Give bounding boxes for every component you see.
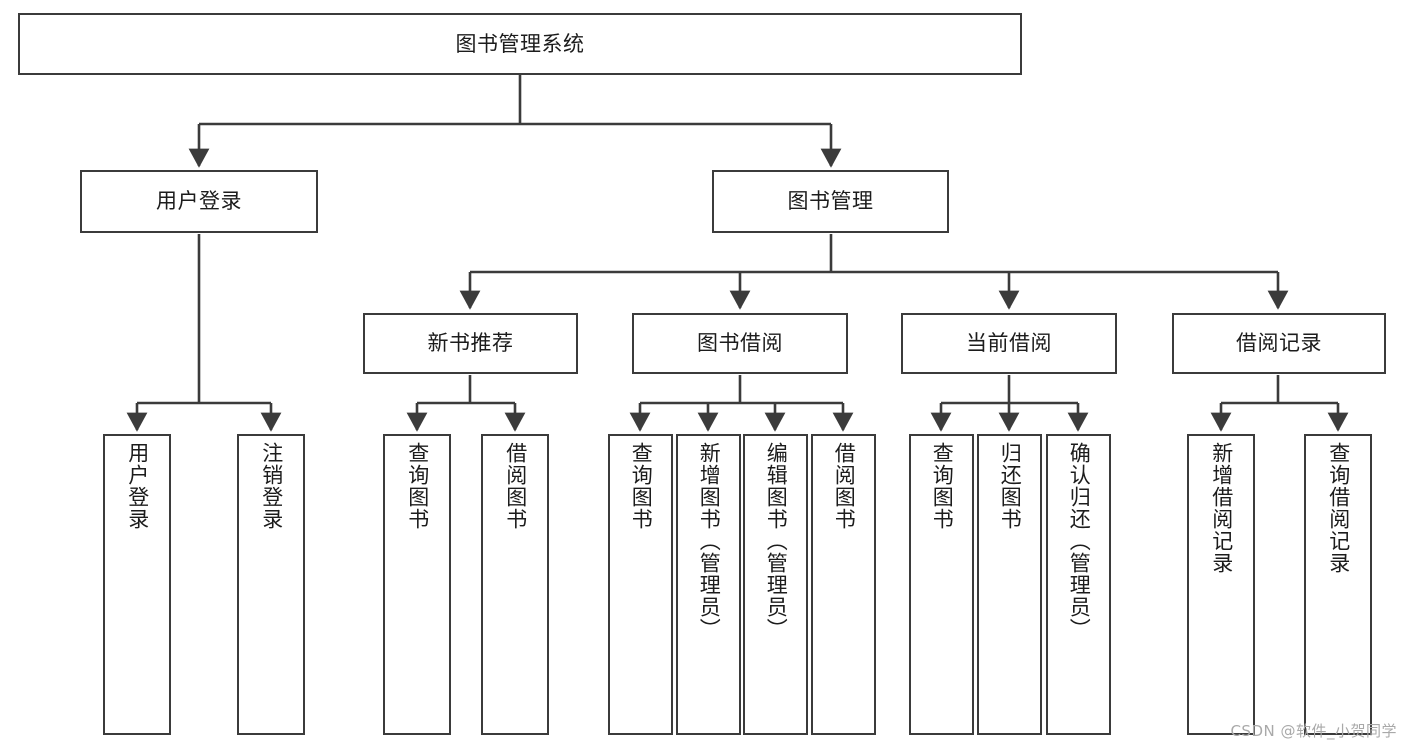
node-leaf-edit-book[interactable]: 编辑图书（管理员） <box>743 434 808 735</box>
node-leaf-confirm-return[interactable]: 确认归还（管理员） <box>1046 434 1111 735</box>
node-root-label: 图书管理系统 <box>455 31 585 56</box>
node-leaf-query-book-1[interactable]: 查询图书 <box>383 434 451 735</box>
node-book-manage-label: 图书管理 <box>787 189 874 214</box>
node-leaf-borrow-book-1[interactable]: 借阅图书 <box>481 434 549 735</box>
node-leaf-logout-login-label: 注销登录 <box>259 442 284 530</box>
node-new-book-rec[interactable]: 新书推荐 <box>363 313 578 374</box>
node-leaf-borrow-book-2[interactable]: 借阅图书 <box>811 434 876 735</box>
node-leaf-add-record[interactable]: 新增借阅记录 <box>1187 434 1255 735</box>
node-leaf-return-book[interactable]: 归还图书 <box>977 434 1042 735</box>
csdn-watermark: CSDN @软件_小贺同学 <box>1230 722 1397 740</box>
node-borrow-record-label: 借阅记录 <box>1236 331 1322 356</box>
node-book-borrow[interactable]: 图书借阅 <box>632 313 848 374</box>
node-leaf-add-record-label: 新增借阅记录 <box>1209 442 1234 574</box>
node-leaf-query-book-1-label: 查询图书 <box>405 442 430 530</box>
node-leaf-logout-login[interactable]: 注销登录 <box>237 434 305 735</box>
node-leaf-return-book-label: 归还图书 <box>998 442 1023 530</box>
node-leaf-query-book-2[interactable]: 查询图书 <box>608 434 673 735</box>
node-leaf-borrow-book-1-label: 借阅图书 <box>503 442 528 530</box>
node-leaf-borrow-book-2-label: 借阅图书 <box>832 442 857 530</box>
node-new-book-rec-label: 新书推荐 <box>427 331 514 356</box>
node-current-borrow[interactable]: 当前借阅 <box>901 313 1117 374</box>
node-leaf-user-login-label: 用户登录 <box>125 442 150 530</box>
node-leaf-query-book-3[interactable]: 查询图书 <box>909 434 974 735</box>
node-root[interactable]: 图书管理系统 <box>18 13 1022 75</box>
node-leaf-user-login[interactable]: 用户登录 <box>103 434 171 735</box>
node-borrow-record[interactable]: 借阅记录 <box>1172 313 1386 374</box>
node-book-manage[interactable]: 图书管理 <box>712 170 949 233</box>
node-leaf-add-book-label: 新增图书（管理员） <box>697 442 722 640</box>
node-leaf-query-record[interactable]: 查询借阅记录 <box>1304 434 1372 735</box>
node-leaf-confirm-return-label: 确认归还（管理员） <box>1067 442 1092 640</box>
node-book-borrow-label: 图书借阅 <box>697 331 783 356</box>
node-user-login[interactable]: 用户登录 <box>80 170 318 233</box>
node-leaf-query-book-3-label: 查询图书 <box>930 442 955 530</box>
node-user-login-label: 用户登录 <box>156 189 242 214</box>
node-current-borrow-label: 当前借阅 <box>966 331 1052 356</box>
node-leaf-add-book[interactable]: 新增图书（管理员） <box>676 434 741 735</box>
node-leaf-query-record-label: 查询借阅记录 <box>1326 442 1351 574</box>
node-leaf-query-book-2-label: 查询图书 <box>629 442 654 530</box>
node-leaf-edit-book-label: 编辑图书（管理员） <box>764 442 789 640</box>
